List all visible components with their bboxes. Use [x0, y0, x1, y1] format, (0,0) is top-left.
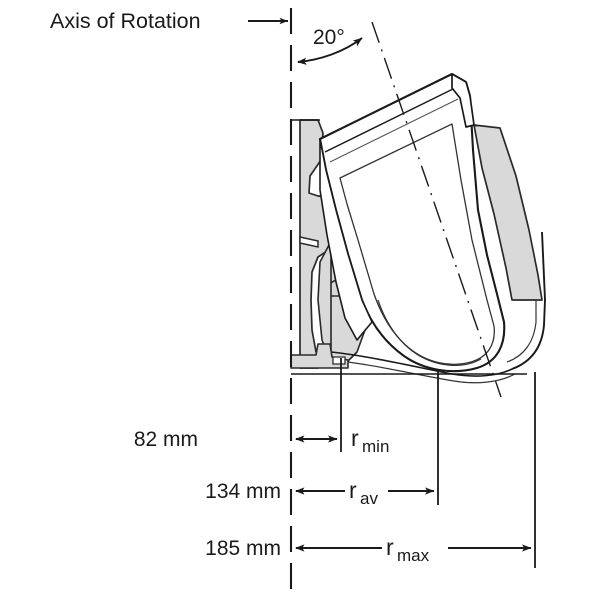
- dimension-subscript-rmax: max: [397, 546, 430, 565]
- dimension-subscript-rmin: min: [362, 437, 389, 456]
- hub-base-keyway: [332, 356, 346, 365]
- hub-notch-detail: [299, 236, 319, 248]
- blade-trailing-shaded-slab: [473, 124, 543, 301]
- blade-trailing-outer-edge: [511, 231, 546, 370]
- blade-leading-edge-strip: [319, 138, 373, 341]
- impeller-geometry: [290, 72, 546, 384]
- blade-top-right-fold: [451, 73, 475, 128]
- blade-top-rim-band: [324, 87, 456, 153]
- axis-of-rotation-label: Axis of Rotation: [50, 9, 201, 33]
- dimension-value-rmax: 185 mm: [205, 537, 281, 560]
- shroud-bottom-sweep-2: [330, 359, 516, 384]
- blade-trailing-outer-edge-2: [506, 300, 537, 363]
- dimension-symbol-rmin: r: [351, 425, 359, 451]
- dimension-row-rmax: 185 mm r max: [205, 534, 532, 565]
- angle-arc-icon: [297, 37, 363, 65]
- blade-top-rim-band-2: [329, 98, 459, 163]
- dimension-subscript-rav: av: [360, 489, 378, 508]
- dimension-symbol-rmax: r: [386, 534, 394, 560]
- dimension-row-rmin: 82 mm r min: [134, 425, 390, 456]
- blade-inner-offset-curve: [377, 299, 482, 366]
- blade-tilt-centerline: [371, 21, 502, 398]
- dimension-value-rmin: 82 mm: [134, 428, 198, 451]
- angle-annotation-group: 20°: [297, 26, 363, 65]
- blade-inner-contour: [339, 123, 495, 365]
- angle-value-label: 20°: [313, 26, 345, 49]
- dimension-value-rav: 134 mm: [205, 480, 281, 503]
- dimension-symbol-rav: r: [349, 477, 357, 503]
- dimension-row-rav: 134 mm r av: [205, 477, 435, 508]
- axis-of-rotation-label-group: Axis of Rotation: [50, 9, 288, 33]
